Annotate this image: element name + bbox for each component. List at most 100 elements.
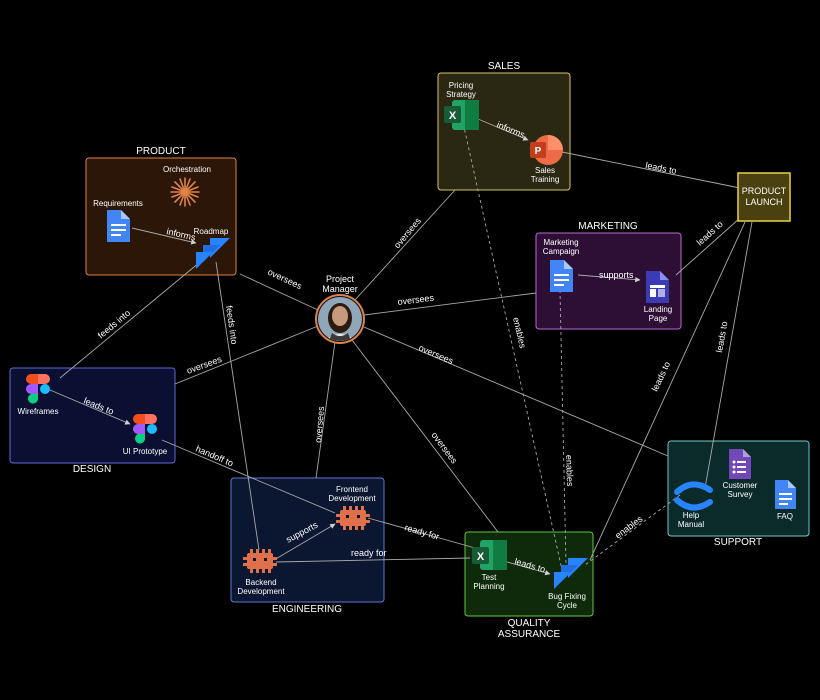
faq-label: FAQ	[777, 512, 793, 521]
edge-label-ready-for-1: ready for	[403, 522, 440, 541]
edge-oversees-engineering	[315, 341, 336, 479]
group-marketing-title: MARKETING	[578, 221, 638, 232]
group-qa-title-line1: QUALITY	[508, 618, 551, 629]
customer-survey-label-line1: Customer	[723, 481, 758, 490]
sales-training-label-line2: Training	[531, 175, 560, 184]
edge-label-enables-3: enables	[613, 513, 645, 540]
chip-icon	[336, 506, 370, 530]
launch-label-line2: LAUNCH	[745, 197, 782, 207]
node-backend-development[interactable]: Backend Development	[237, 549, 285, 596]
edge-informs-pricing	[477, 118, 529, 141]
edge-label-oversees-eng: oversees	[313, 405, 326, 443]
edge-leads-to-launch-qa	[589, 221, 746, 561]
orchestration-label: Orchestration	[163, 165, 211, 174]
edges	[49, 117, 753, 576]
avatar	[315, 294, 365, 344]
edge-oversees-qa	[351, 339, 499, 533]
edge-oversees-product	[239, 273, 319, 311]
ui-proto-label: UI Prototype	[123, 447, 168, 456]
node-customer-survey[interactable]: Customer Survey	[723, 449, 758, 499]
edge-supports-marketing	[577, 274, 641, 283]
node-faq[interactable]: FAQ	[775, 480, 796, 521]
edge-label-leads-to-sales: leads to	[645, 160, 678, 176]
group-engineering-title: ENGINEERING	[272, 604, 342, 615]
node-help-manual[interactable]: Help Manual	[674, 481, 713, 529]
node-bug-fixing-cycle[interactable]: Bug Fixing Cycle	[548, 558, 588, 610]
edge-enables-3	[584, 494, 681, 566]
node-requirements[interactable]: Requirements	[93, 199, 143, 242]
node-test-planning[interactable]: X Test Planning	[472, 540, 507, 591]
google-docs-icon	[107, 210, 130, 242]
sales-training-label-line1: Sales	[535, 166, 555, 175]
test-planning-label-line2: Planning	[473, 582, 504, 591]
edge-label-oversees-product: oversees	[266, 267, 304, 292]
group-marketing: MARKETING	[535, 221, 682, 330]
help-manual-label-line1: Help	[683, 511, 700, 520]
group-design: DESIGN	[9, 367, 176, 475]
node-frontend-development[interactable]: Frontend Development	[328, 485, 376, 530]
node-ui-prototype[interactable]: UI Prototype	[123, 414, 168, 456]
edge-leads-to-launch-mkt	[675, 217, 741, 276]
edge-ready-for-2	[275, 557, 471, 563]
group-product-title: PRODUCT	[136, 146, 185, 157]
figma-icon	[133, 414, 157, 444]
google-sites-icon	[646, 271, 669, 303]
edge-enables-1	[461, 117, 563, 571]
svg-text:P: P	[535, 146, 542, 157]
confluence-icon	[674, 481, 713, 511]
node-wireframes[interactable]: Wireframes	[18, 374, 59, 416]
help-manual-label-line2: Manual	[678, 520, 704, 529]
chip-icon	[243, 549, 277, 573]
requirements-label: Requirements	[93, 199, 143, 208]
edge-label-feeds-into-1: feeds into	[96, 308, 132, 341]
backend-label-line2: Development	[237, 587, 285, 596]
group-qa-title-line2: ASSURANCE	[498, 629, 561, 640]
pricing-label-line1: Pricing	[449, 81, 473, 90]
node-roadmap[interactable]: Roadmap	[194, 227, 230, 269]
edge-oversees-design	[174, 325, 319, 385]
node-orchestration[interactable]: Orchestration	[163, 165, 211, 207]
test-planning-label-line1: Test	[482, 573, 497, 582]
excel-icon: X	[444, 100, 479, 130]
edge-informs-requirements	[131, 227, 197, 245]
edge-label-enables-1: enables	[511, 316, 528, 349]
frontend-label-line1: Frontend	[336, 485, 368, 494]
node-marketing-campaign[interactable]: Marketing Campaign	[543, 238, 579, 292]
edge-oversees-marketing	[363, 292, 537, 316]
wireframes-label: Wireframes	[18, 407, 59, 416]
edge-handoff-to	[161, 439, 336, 514]
svg-text:X: X	[477, 551, 485, 563]
edge-label-oversees-support: oversees	[417, 343, 455, 367]
powerpoint-icon: P	[530, 135, 563, 165]
bug-fixing-label-line1: Bug Fixing	[548, 592, 586, 601]
edge-oversees-support	[363, 326, 669, 457]
customer-survey-label-line2: Survey	[728, 490, 753, 499]
pricing-label-line2: Strategy	[446, 90, 476, 99]
launch-label-line1: PRODUCT	[742, 186, 787, 196]
google-forms-icon	[729, 449, 751, 479]
google-docs-icon	[775, 480, 796, 509]
roadmap-label: Roadmap	[194, 227, 229, 236]
edge-supports-engineering	[273, 523, 336, 561]
node-landing-page[interactable]: Landing Page	[644, 271, 672, 323]
figma-icon	[26, 374, 50, 404]
edge-feeds-into-2	[215, 261, 260, 551]
svg-text:X: X	[449, 110, 457, 122]
node-product-launch[interactable]: PRODUCT LAUNCH	[737, 172, 791, 222]
landing-label-line1: Landing	[644, 305, 672, 314]
backend-label-line1: Backend	[245, 578, 276, 587]
orchestration-icon	[170, 177, 200, 207]
edge-oversees-sales	[354, 189, 456, 301]
edge-label-oversees-mkt: oversees	[397, 293, 435, 307]
edge-label-ready-for-2: ready for	[351, 548, 387, 558]
node-project-manager[interactable]: Project Manager	[315, 274, 365, 344]
node-sales-training[interactable]: P Sales Training	[530, 135, 563, 184]
edge-label-oversees-sales: oversees	[392, 215, 423, 250]
node-pricing-strategy[interactable]: Pricing Strategy X	[444, 81, 479, 130]
edge-label-enables-2: enables	[564, 455, 575, 487]
excel-icon: X	[472, 540, 507, 570]
edge-leads-to-wireframes	[49, 389, 131, 425]
group-support: SUPPORT	[667, 440, 810, 548]
bug-fixing-label-line2: Cycle	[557, 601, 578, 610]
